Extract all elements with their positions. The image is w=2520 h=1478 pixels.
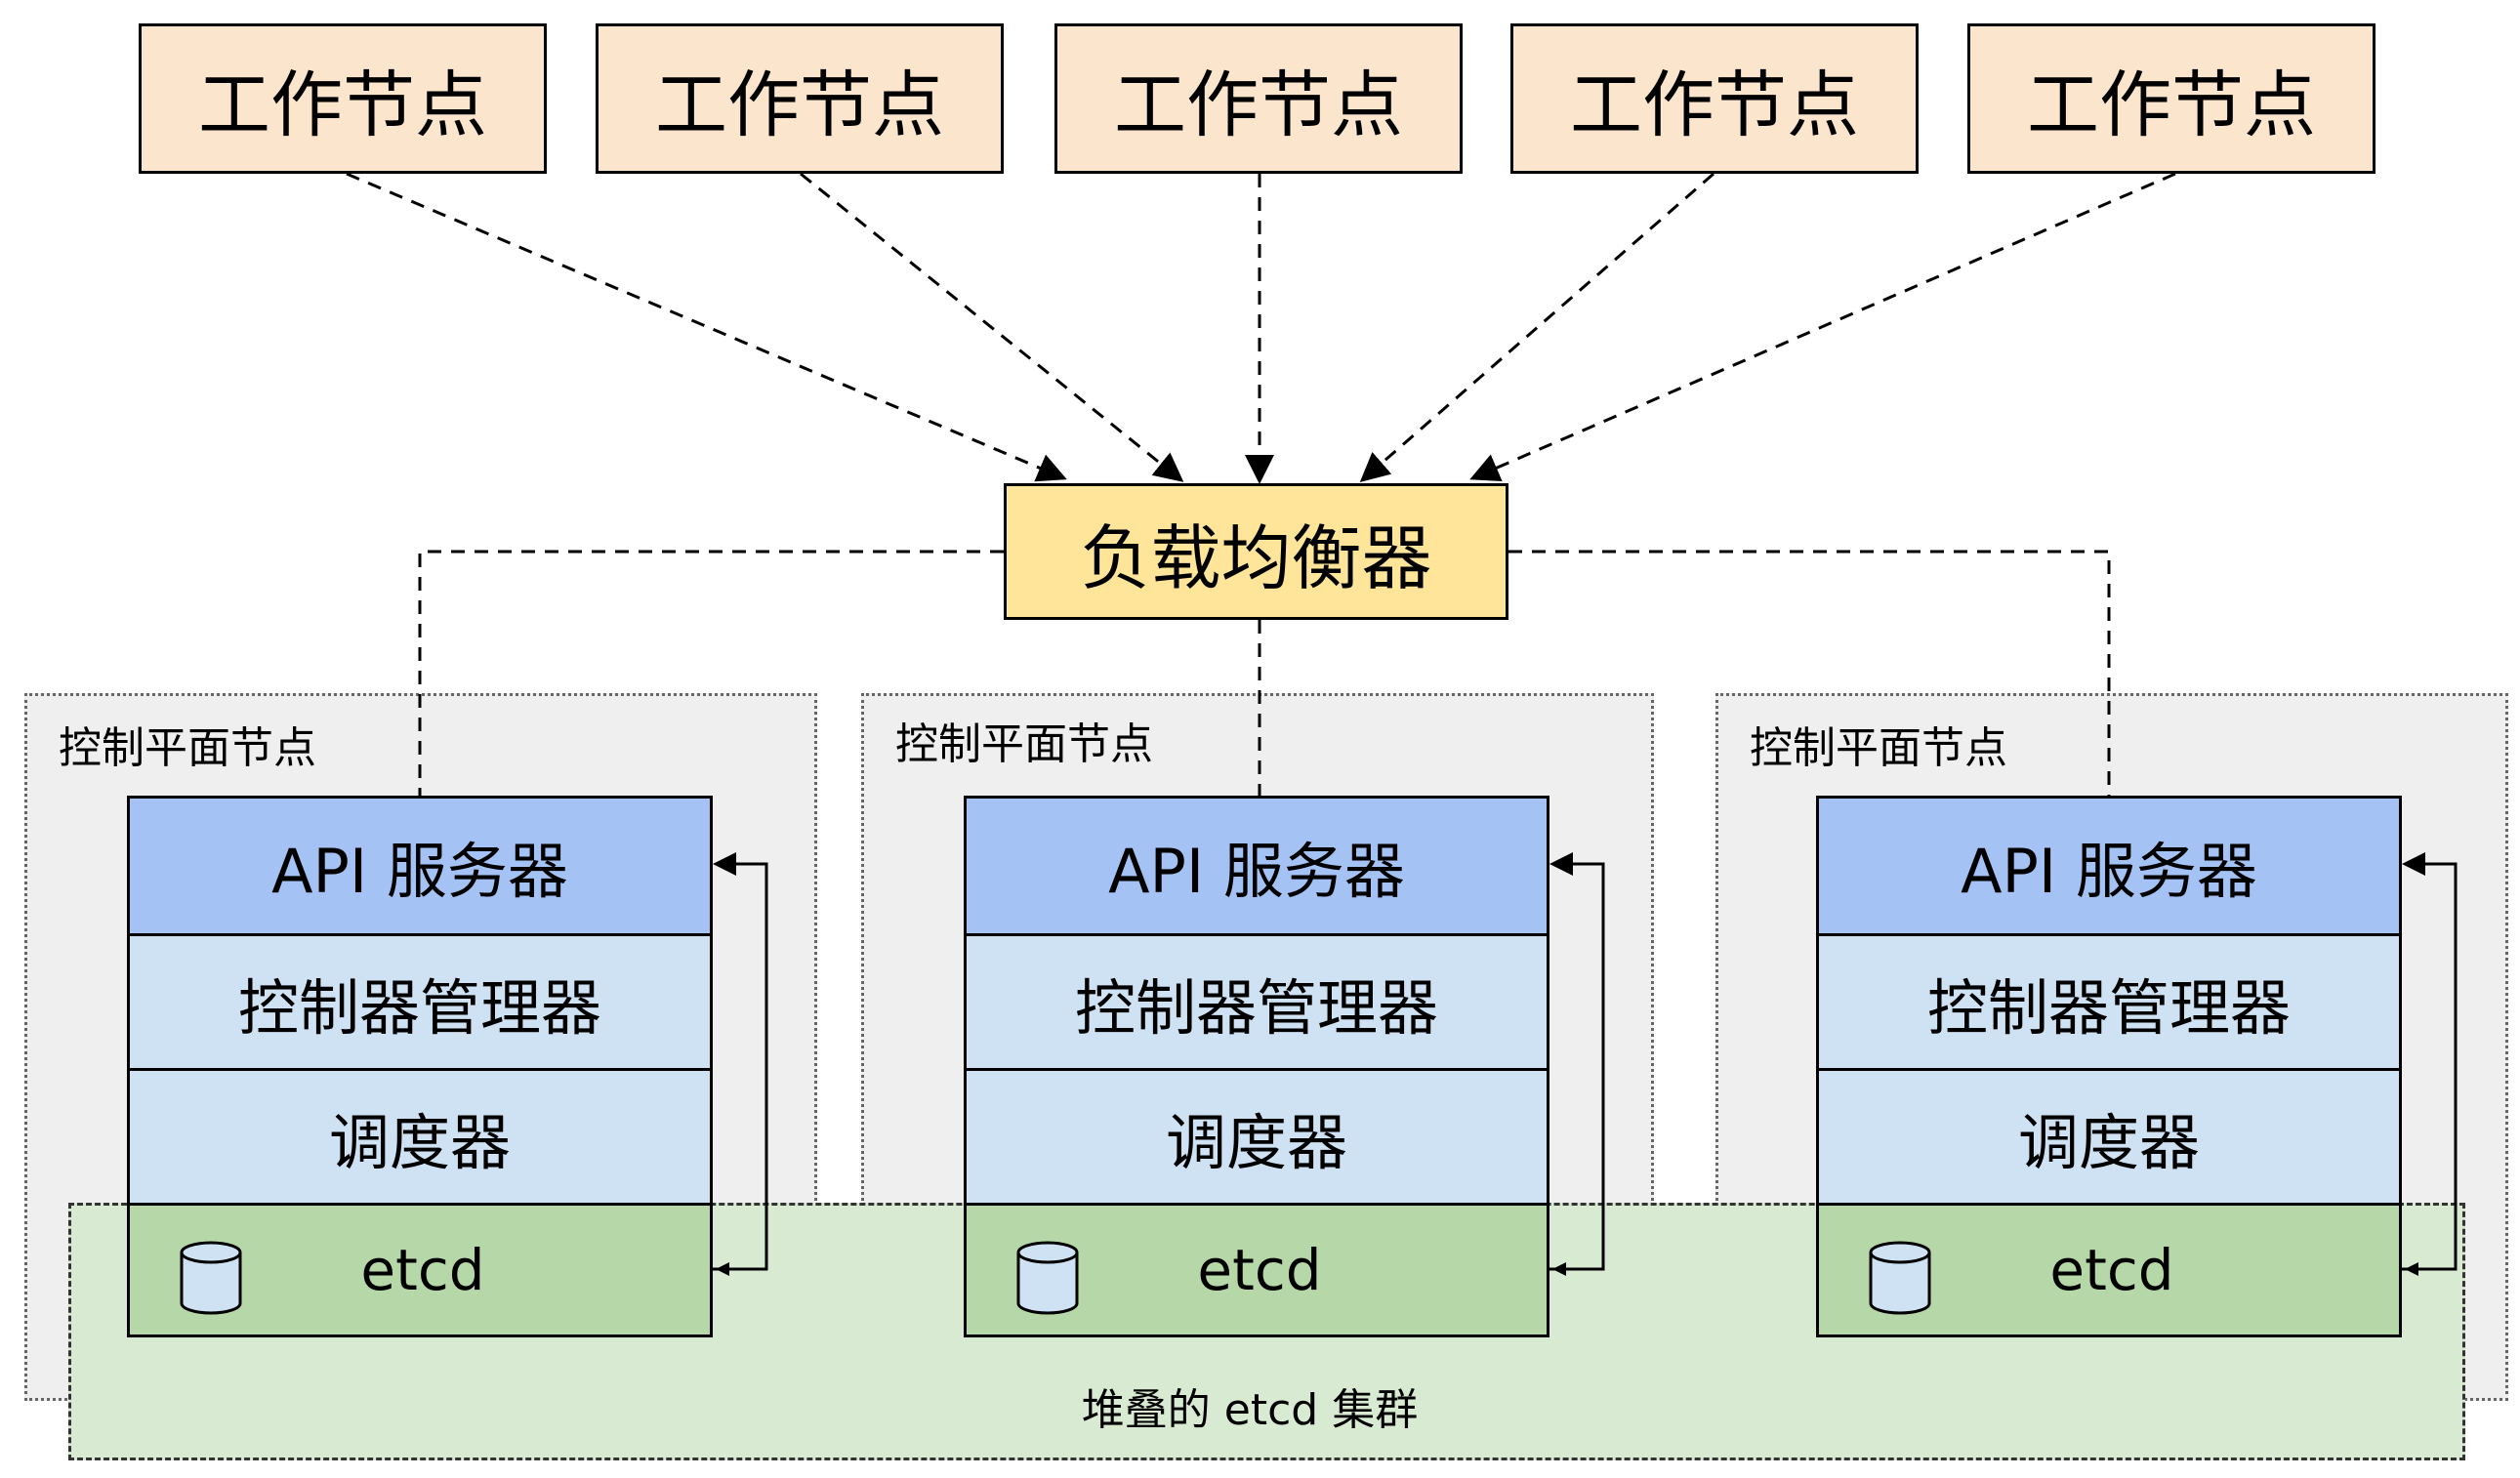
scheduler: 调度器 [1819,1068,2399,1203]
worker-1-to-lb-line [346,172,1067,482]
api-etcd-link-2 [1549,852,1605,1271]
controller-manager: 控制器管理器 [967,933,1547,1068]
controller-manager: 控制器管理器 [1819,933,2399,1068]
etcd-member: etcd [130,1203,710,1334]
worker-node-5: 工作节点 [1967,23,2375,174]
etcd-member: etcd [1819,1203,2399,1334]
controller-manager: 控制器管理器 [130,933,710,1068]
control-plane-label: 控制平面节点 [59,723,316,773]
database-icon [1016,1241,1079,1315]
worker-4-to-lb-line [1359,172,1714,482]
worker-node-2: 工作节点 [596,23,1004,174]
worker-node-3: 工作节点 [1054,23,1463,174]
control-plane-stack-1: API 服务器 控制器管理器 调度器 etcd [127,796,713,1337]
scheduler: 调度器 [130,1068,710,1203]
lb-to-api-1-line [418,550,1004,796]
worker-2-to-lb-line [800,172,1184,482]
api-server: API 服务器 [967,799,1547,933]
etcd-label: etcd [1197,1237,1322,1303]
worker-5-to-lb-line [1469,172,2176,482]
arrow-into-etcd-1 [716,1262,729,1276]
etcd-cluster-label: 堆叠的 etcd 集群 [1081,1385,1419,1435]
api-server: API 服务器 [1819,799,2399,933]
etcd-member: etcd [967,1203,1547,1334]
database-icon [1869,1241,1931,1315]
scheduler: 调度器 [967,1068,1547,1203]
database-icon [180,1241,242,1315]
control-plane-label: 控制平面节点 [1750,723,2007,773]
api-server: API 服务器 [130,799,710,933]
worker-node-4: 工作节点 [1510,23,1919,174]
worker-node-1: 工作节点 [139,23,547,174]
etcd-label: etcd [2049,1237,2174,1303]
arrow-into-etcd-2 [1552,1262,1566,1276]
arrow-into-etcd-3 [2405,1262,2418,1276]
etcd-label: etcd [360,1237,485,1303]
lb-to-api-3-line [1508,550,2111,796]
load-balancer: 负载均衡器 [1004,483,1508,620]
control-plane-stack-2: API 服务器 控制器管理器 调度器 etcd [964,796,1549,1337]
control-plane-label: 控制平面节点 [895,719,1153,769]
control-plane-stack-3: API 服务器 控制器管理器 调度器 etcd [1816,796,2402,1337]
api-etcd-link-3 [2402,852,2458,1271]
api-etcd-link-1 [713,852,768,1271]
